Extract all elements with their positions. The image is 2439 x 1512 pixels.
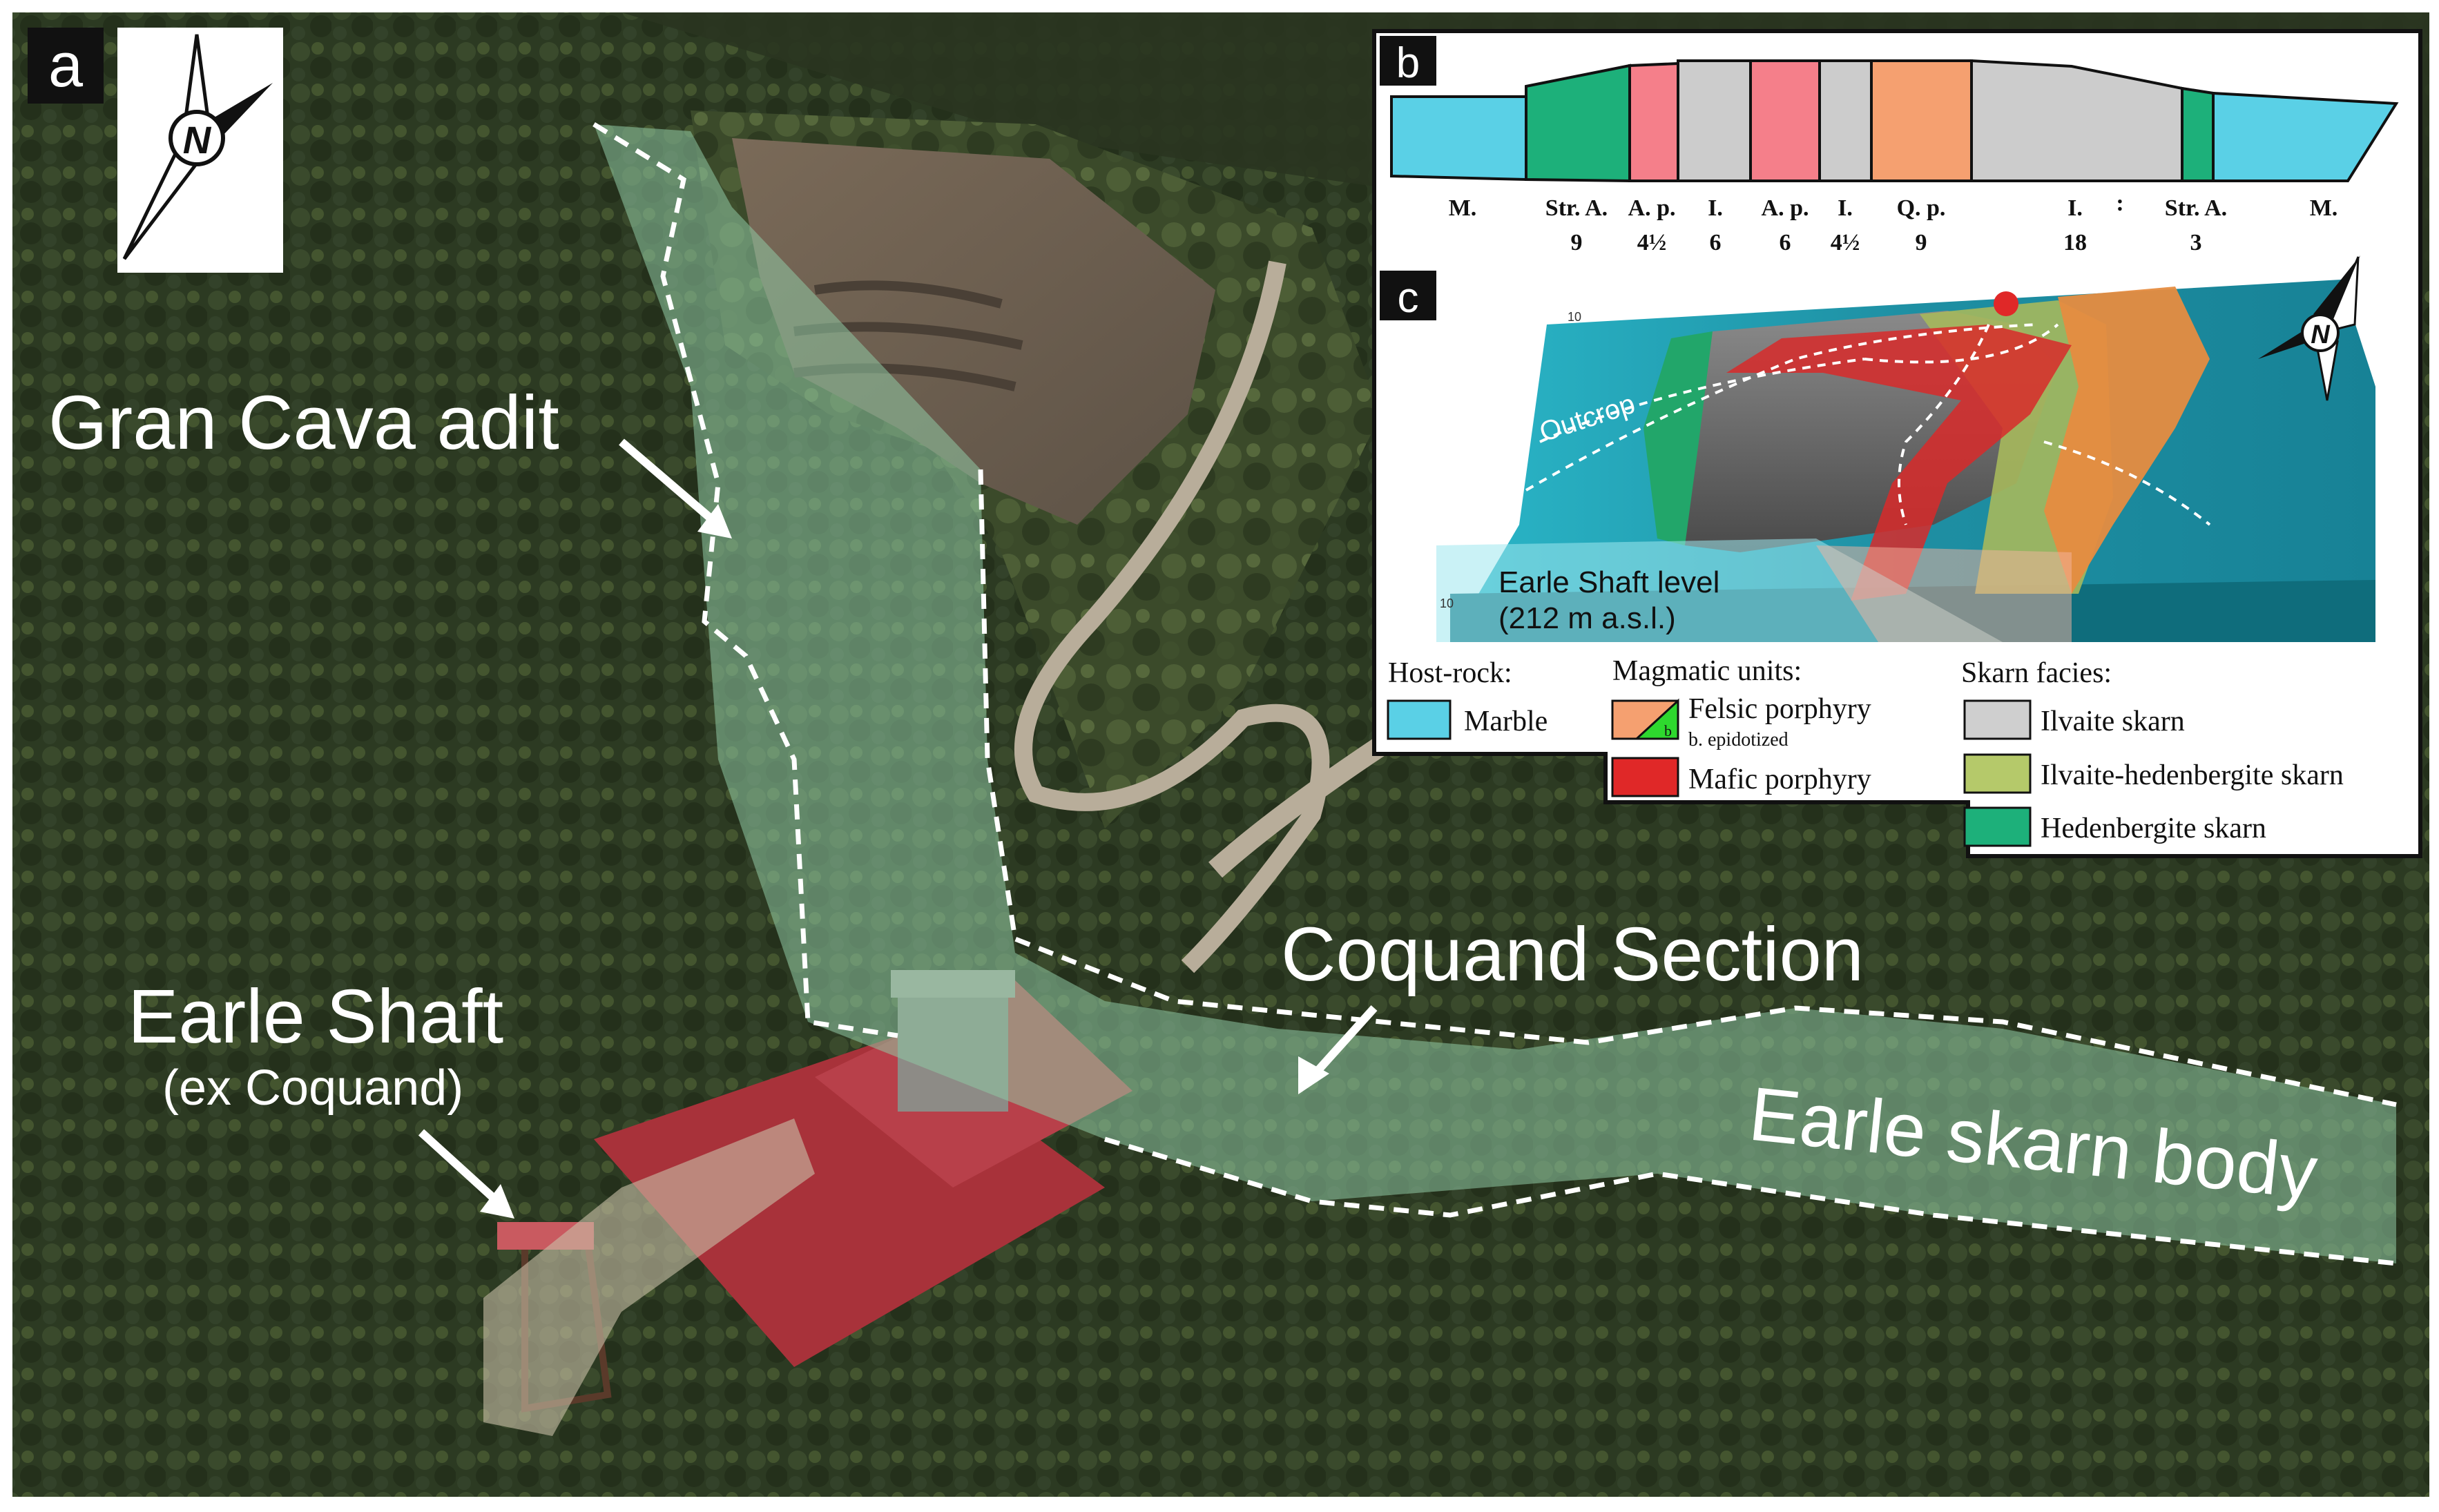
level-label: Earle Shaft level bbox=[1498, 565, 1719, 599]
arrow-gran-cava bbox=[619, 438, 721, 528]
panel-c-letter: c bbox=[1398, 274, 1419, 322]
panel-c-north-letter: N bbox=[2311, 320, 2331, 349]
section-ap-2 bbox=[1749, 59, 1821, 182]
axis-tick-top: 10 bbox=[1568, 310, 1581, 324]
level-plane-pink bbox=[1816, 545, 2072, 642]
unit-code-5: A. p. bbox=[1762, 195, 1809, 221]
legend-felsic: Felsic porphyry bbox=[1688, 693, 1871, 725]
unit-value-4: 6 bbox=[1710, 230, 1722, 255]
panel-b-section bbox=[1390, 59, 2399, 183]
swatch-hedenbergite bbox=[1963, 806, 2032, 847]
panel-b-letter: b bbox=[1396, 39, 1420, 87]
arrowhead-gran-cava bbox=[697, 504, 732, 539]
model-felsic bbox=[2044, 287, 2210, 594]
axis-tick-bottom: 10 bbox=[1440, 597, 1454, 610]
road-lower bbox=[1208, 737, 1387, 878]
unit-value-7: 9 bbox=[1916, 230, 1927, 255]
unit-value-10: 3 bbox=[2190, 230, 2202, 255]
level-sub-label: (212 m a.s.l.) bbox=[1498, 601, 1676, 635]
panel-b-letter-box bbox=[1380, 36, 1436, 86]
section-qp bbox=[1870, 59, 1973, 182]
model-mafic-spot bbox=[1994, 291, 2018, 316]
section-ilv-1 bbox=[1677, 59, 1752, 182]
unit-value-8: 18 bbox=[2063, 230, 2087, 255]
courtyard bbox=[483, 1118, 815, 1436]
panel-b-labels: M. Str. A. 9 A. p. 4½ I. 6 A. p. 6 I. 4½… bbox=[1449, 191, 2338, 255]
swatch-felsic-epidotized bbox=[1634, 698, 1679, 740]
panel-c-3d-model: Outcrop Earle Shaft level (212 m a.s.l.)… bbox=[1436, 255, 2375, 642]
legend-mafic: Mafic porphyry bbox=[1688, 764, 1871, 795]
swatch-marble bbox=[1387, 699, 1452, 740]
legend-hedenbergite: Hedenbergite skarn bbox=[2041, 813, 2266, 844]
unit-code-10: Str. A. bbox=[2165, 195, 2227, 221]
legend-skarn-title: Skarn facies: bbox=[1961, 657, 2112, 689]
unit-code-3: A. p. bbox=[1628, 195, 1676, 221]
skarn-boundary-bottom bbox=[1103, 1136, 2397, 1266]
swatch-ilvaite bbox=[1963, 699, 2032, 740]
swatch-felsic-letter: b bbox=[1664, 722, 1672, 739]
panel-a-letter-box bbox=[28, 28, 104, 104]
section-ilv-2 bbox=[1818, 59, 1873, 182]
label-coquand-section: Coquand Section bbox=[1281, 912, 1864, 997]
section-marble-left bbox=[1390, 95, 1527, 182]
legend-host-title: Host-rock: bbox=[1388, 657, 1512, 689]
label-earle-shaft: Earle Shaft bbox=[128, 974, 503, 1059]
swatch-ilv-hed bbox=[1963, 753, 2032, 794]
swatch-mafic bbox=[1611, 757, 1679, 797]
label-gran-cava: Gran Cava adit bbox=[48, 380, 559, 465]
unit-code-1: M. bbox=[1449, 195, 1477, 221]
model-mafic bbox=[1726, 324, 2072, 601]
panel-c-letter-box bbox=[1380, 271, 1436, 320]
unit-code-8: I. bbox=[2067, 195, 2083, 221]
label-earle-shaft-sub: (ex Coquand) bbox=[162, 1060, 463, 1116]
arrowhead-coquand bbox=[1298, 1056, 1329, 1094]
arrow-coquand bbox=[1309, 1005, 1378, 1080]
skarn-body-overlay bbox=[594, 124, 2396, 1263]
bench-line-1 bbox=[813, 280, 1003, 309]
unit-code-11: M. bbox=[2310, 195, 2338, 221]
arrow-earle-shaft bbox=[418, 1129, 501, 1205]
legend-ilv-hed: Ilvaite-hedenbergite skarn bbox=[2041, 759, 2344, 791]
inset-panel: b M. Str. A. 9 A. p. 4½ I. 6 A. p. 6 I. … bbox=[1372, 29, 2422, 858]
section-ap-1 bbox=[1628, 61, 1679, 182]
unit-value-3: 4½ bbox=[1637, 230, 1667, 255]
north-arrow-letter: N bbox=[183, 118, 212, 162]
panel-c-north-arrow-icon: N bbox=[2258, 255, 2360, 401]
unit-value-5: 6 bbox=[1780, 230, 1791, 255]
legend-marble: Marble bbox=[1464, 706, 1548, 737]
skarn-boundary-upper bbox=[592, 122, 898, 1038]
unit-code-7: Q. p. bbox=[1897, 195, 1946, 221]
section-marble-right bbox=[2212, 91, 2399, 182]
unit-code-6: I. bbox=[1838, 195, 1853, 221]
panel-a-letter: a bbox=[48, 31, 84, 100]
legend-felsic-sub: b. epidotized bbox=[1688, 729, 1789, 750]
mafic-dike-trace bbox=[1898, 324, 1990, 525]
unit-code-9: : bbox=[2116, 191, 2123, 216]
unit-value-6: 4½ bbox=[1831, 230, 1860, 255]
unit-code-4: I. bbox=[1708, 195, 1723, 221]
arrowhead-earle-shaft bbox=[480, 1184, 514, 1219]
section-hed-left bbox=[1525, 64, 1631, 183]
skarn-boundary-lower bbox=[978, 469, 2397, 1107]
unit-value-2: 9 bbox=[1571, 230, 1583, 255]
legend-magmatic-title: Magmatic units: bbox=[1612, 655, 1802, 687]
north-arrow-icon: N bbox=[122, 34, 273, 260]
legend: Host-rock: Marble Magmatic units: b Fels… bbox=[1387, 655, 2344, 847]
legend-ilvaite: Ilvaite skarn bbox=[2041, 706, 2185, 737]
section-hed-right bbox=[2181, 86, 2215, 182]
unit-code-2: Str. A. bbox=[1545, 195, 1608, 221]
road bbox=[1014, 260, 1330, 973]
